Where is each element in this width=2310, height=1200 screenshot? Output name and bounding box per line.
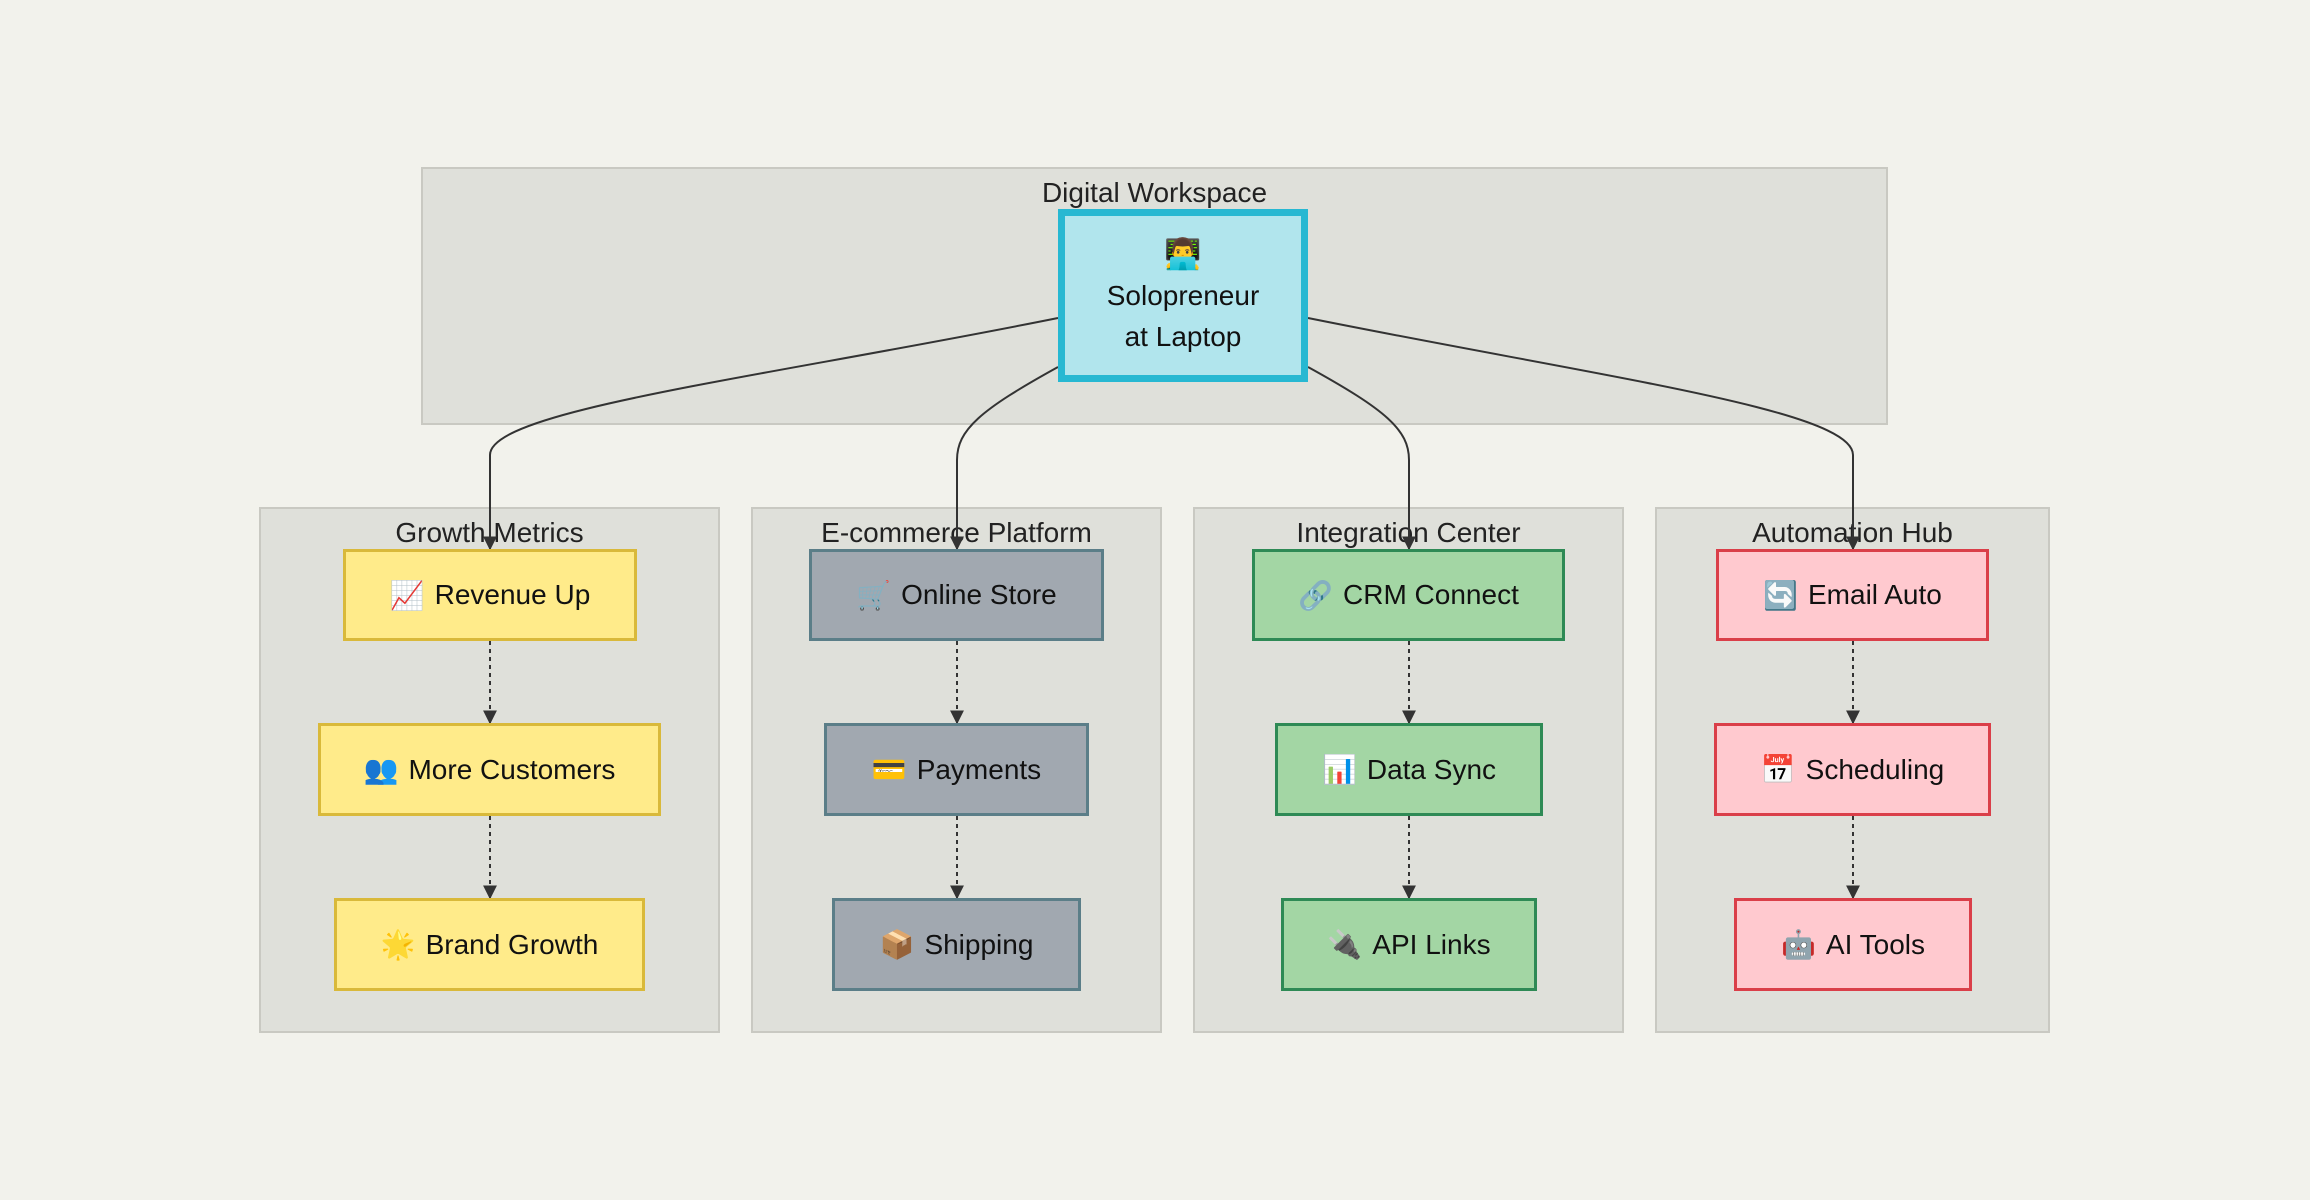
node-label: Scheduling	[1805, 753, 1945, 785]
node-online-store[interactable]: 🛒 Online Store	[809, 549, 1104, 641]
refresh-icon: 🔄	[1763, 578, 1798, 612]
package-icon: 📦	[879, 928, 915, 961]
plug-icon: 🔌	[1327, 928, 1363, 961]
node-label: Data Sync	[1366, 753, 1497, 785]
node-label: Revenue Up	[434, 579, 591, 610]
link-icon: 🔗	[1298, 578, 1334, 612]
node-label: AI Tools	[1825, 928, 1925, 960]
chart-up-icon: 📈	[389, 578, 425, 612]
node-label: Payments	[916, 753, 1042, 785]
robot-icon: 🤖	[1781, 928, 1816, 961]
node-shipping[interactable]: 📦 Shipping	[832, 898, 1081, 991]
node-label-line1: Solopreneur	[1106, 279, 1260, 311]
node-label: More Customers	[408, 753, 616, 785]
node-payments[interactable]: 💳 Payments	[824, 723, 1089, 816]
group-title: Growth Metrics	[395, 517, 584, 548]
node-revenue-up[interactable]: 📈 Revenue Up	[343, 549, 637, 641]
cart-icon: 🛒	[856, 578, 892, 612]
node-label: Email Auto	[1808, 579, 1942, 610]
laptop-user-icon: 👨‍💻	[1164, 236, 1202, 272]
node-solopreneur[interactable]: 👨‍💻 Solopreneur at Laptop	[1058, 209, 1308, 382]
node-email-auto[interactable]: 🔄 Email Auto	[1716, 549, 1989, 641]
node-label: CRM Connect	[1343, 579, 1519, 610]
star-icon: 🌟	[380, 928, 416, 961]
node-data-sync[interactable]: 📊 Data Sync	[1275, 723, 1543, 816]
node-label: Online Store	[901, 579, 1057, 610]
bar-chart-icon: 📊	[1321, 753, 1357, 786]
credit-card-icon: 💳	[871, 753, 907, 786]
group-title: Digital Workspace	[1041, 177, 1268, 208]
node-label-line2: at Laptop	[1124, 320, 1242, 352]
group-title: Integration Center	[1296, 517, 1521, 548]
node-brand-growth[interactable]: 🌟 Brand Growth	[334, 898, 645, 991]
node-api-links[interactable]: 🔌 API Links	[1281, 898, 1537, 991]
node-label: API Links	[1372, 928, 1491, 960]
node-scheduling[interactable]: 📅 Scheduling	[1714, 723, 1991, 816]
node-label: Shipping	[924, 928, 1034, 960]
group-title: E-commerce Platform	[821, 517, 1092, 548]
group-title: Automation Hub	[1752, 517, 1953, 548]
people-icon: 👥	[363, 753, 399, 786]
node-crm-connect[interactable]: 🔗 CRM Connect	[1252, 549, 1565, 641]
calendar-icon: 📅	[1760, 753, 1796, 786]
node-ai-tools[interactable]: 🤖 AI Tools	[1734, 898, 1972, 991]
node-more-customers[interactable]: 👥 More Customers	[318, 723, 661, 816]
node-label: Brand Growth	[425, 928, 599, 960]
